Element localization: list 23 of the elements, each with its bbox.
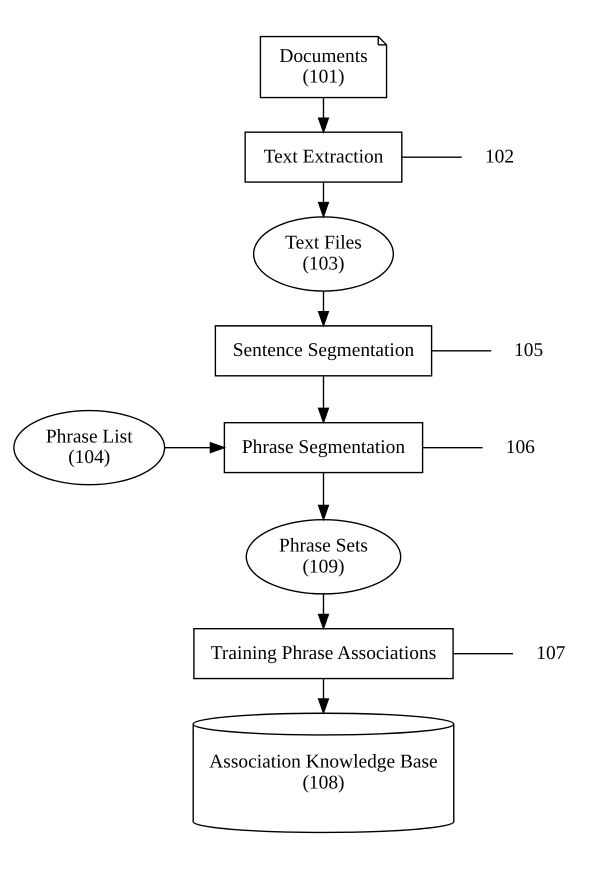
arrow (318, 594, 330, 630)
arrow (318, 182, 330, 218)
arrow (164, 442, 226, 454)
node-box: Sentence Segmentation (214, 325, 432, 376)
arrow (318, 679, 330, 715)
node-text: 107 (536, 642, 566, 664)
arrow (318, 98, 330, 134)
node-ellipse: Text Files (103) (252, 216, 394, 292)
node-text: 105 (514, 340, 544, 361)
node-ellipse: Phrase Sets (109) (246, 519, 402, 595)
arrow (318, 376, 330, 424)
node-box: Phrase Segmentation (224, 422, 424, 474)
node-text: 102 (484, 146, 514, 168)
node-ellipse: Phrase List (104) (13, 410, 166, 486)
arrow (318, 291, 330, 328)
connector (402, 156, 462, 158)
arrow (318, 472, 330, 522)
connector (432, 350, 492, 352)
node-text: 106 (506, 436, 535, 458)
connector (422, 446, 483, 448)
node-box: Training Phrase Associations (193, 628, 454, 680)
connector (453, 652, 514, 654)
node-box: Text Extraction (244, 132, 402, 183)
